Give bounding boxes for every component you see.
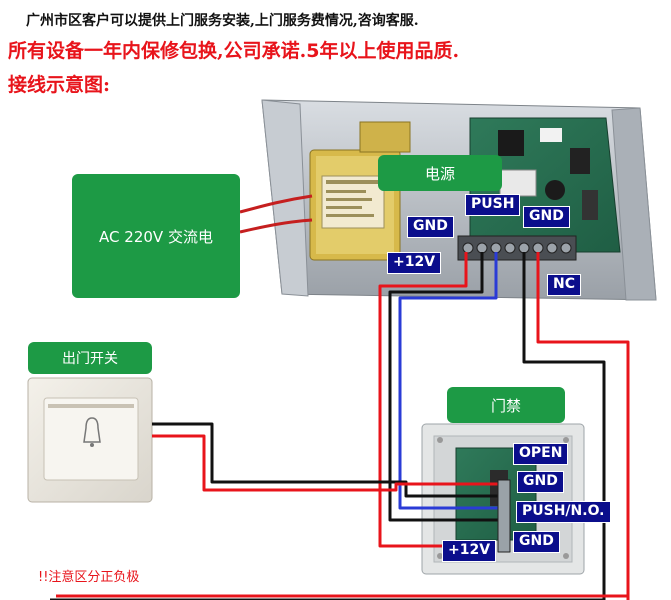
access-gnd-bottom-tag: GND <box>513 531 560 553</box>
wire-black-gnd <box>388 252 500 522</box>
power-supply-label: 电源 <box>378 155 502 191</box>
power-gnd-left-tag: GND <box>407 216 454 238</box>
power-push-tag: PUSH <box>465 194 521 216</box>
circuit-board <box>469 117 621 253</box>
wire-red-exit <box>152 434 500 492</box>
power-12v-tag: +12V <box>387 252 442 274</box>
access-push-no-tag: PUSH/N.O. <box>516 501 611 523</box>
power-nc-tag: NC <box>547 274 581 296</box>
service-notice: 广州市区客户可以提供上门服务安装,上门服务费情况,咨询客服. <box>26 13 419 29</box>
power-supply-unit <box>261 99 657 301</box>
terminal-block <box>457 235 577 261</box>
wire-red-main <box>536 252 630 600</box>
bell-icon <box>83 417 101 447</box>
access-open-tag: OPEN <box>513 443 569 465</box>
wire-black-exit <box>152 422 500 498</box>
transformer <box>309 121 411 261</box>
warranty-text-1: 所有设备一年内保修包换,公司承诺. <box>8 40 307 62</box>
exit-switch-label: 出门开关 <box>28 342 152 374</box>
exit-switch-device <box>27 377 153 503</box>
warranty-text-2: 年以上使用品质. <box>319 40 460 62</box>
warranty-notice: 所有设备一年内保修包换,公司承诺.5年以上使用品质. <box>8 36 459 63</box>
wire-blue-push <box>398 252 500 510</box>
access-gnd-top-tag: GND <box>517 471 564 493</box>
ac-input-wires <box>239 194 313 234</box>
wire-red-12v <box>378 252 496 548</box>
diagram-title: 接线示意图: <box>8 74 111 96</box>
ac-power-source-box: AC 220V 交流电 <box>72 174 240 298</box>
access-control-label: 门禁 <box>447 387 565 423</box>
access-12v-tag: +12V <box>442 540 497 562</box>
polarity-warning: !!注意区分正负极 <box>38 570 140 585</box>
warranty-years: 5 <box>306 40 320 62</box>
power-gnd-right-tag: GND <box>523 206 570 228</box>
wiring <box>50 252 630 600</box>
wire-black-main <box>522 252 606 600</box>
